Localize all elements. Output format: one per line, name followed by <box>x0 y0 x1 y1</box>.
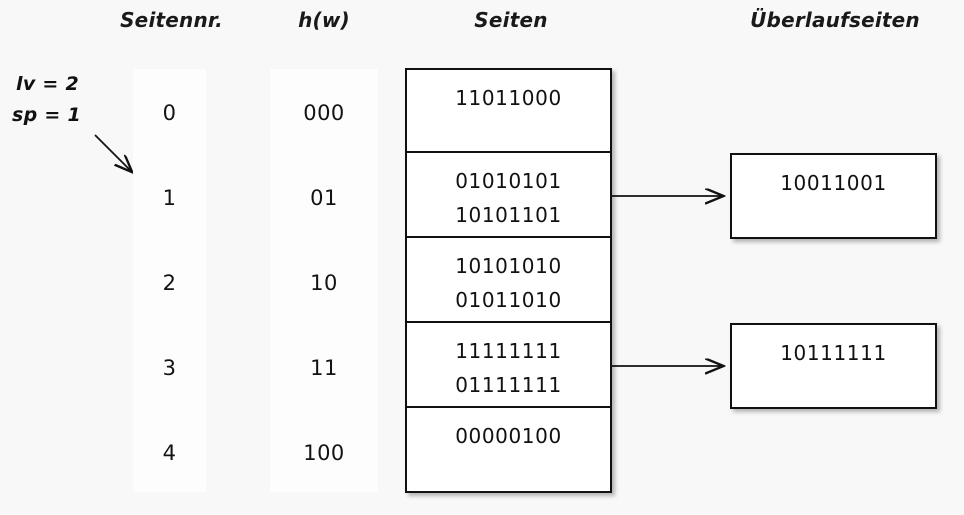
seitennr-cell: 0 <box>162 101 177 125</box>
seitennr-cell: 3 <box>162 356 177 380</box>
page-bucket-row: 10101010 01011010 <box>407 238 610 323</box>
hash-value-cell: 01 <box>310 186 338 210</box>
overflow-page-box: 10111111 <box>730 323 937 409</box>
column-header-hw: h(w) <box>298 8 350 32</box>
seitennr-cell: 2 <box>162 271 177 295</box>
page-record: 11011000 <box>455 86 562 110</box>
page-bucket-row: 00000100 <box>407 408 610 491</box>
hash-value-cell: 11 <box>310 356 338 380</box>
diagonal-arrow-icon <box>94 134 142 182</box>
page-bucket-row: 11011000 <box>407 70 610 153</box>
column-header-seiten: Seiten <box>474 8 548 32</box>
parameter-sp-label: sp = 1 <box>12 104 82 126</box>
page-bucket-row: 11111111 01111111 <box>407 323 610 408</box>
overflow-record: 10111111 <box>780 341 887 365</box>
overflow-record: 10011001 <box>780 171 887 195</box>
page-bucket-row: 01010101 10101101 <box>407 153 610 238</box>
page-record: 01010101 <box>455 169 562 193</box>
seitennr-cell: 1 <box>162 186 177 210</box>
hash-value-cell: 10 <box>310 271 338 295</box>
page-record: 01011010 <box>455 288 562 312</box>
right-arrow-icon <box>612 355 734 377</box>
seitennr-cell: 4 <box>162 441 177 465</box>
overflow-page-box: 10011001 <box>730 153 937 239</box>
column-header-ueberlaufseiten: Überlaufseiten <box>750 8 920 32</box>
column-seitennr: 0 1 2 3 4 <box>133 69 206 492</box>
page-record: 11111111 <box>455 339 562 363</box>
right-arrow-icon <box>612 185 734 207</box>
page-record: 10101010 <box>455 254 562 278</box>
column-header-seitennr: Seitennr. <box>120 8 223 32</box>
page-record: 10101101 <box>455 203 562 227</box>
pages-table: 11011000 01010101 10101101 10101010 0101… <box>405 68 612 493</box>
page-record: 00000100 <box>455 424 562 448</box>
column-hash-values: 000 01 10 11 100 <box>270 69 378 492</box>
hash-value-cell: 100 <box>303 441 345 465</box>
parameter-lv-label: lv = 2 <box>16 73 80 95</box>
page-record: 01111111 <box>455 373 562 397</box>
hash-value-cell: 000 <box>303 101 345 125</box>
